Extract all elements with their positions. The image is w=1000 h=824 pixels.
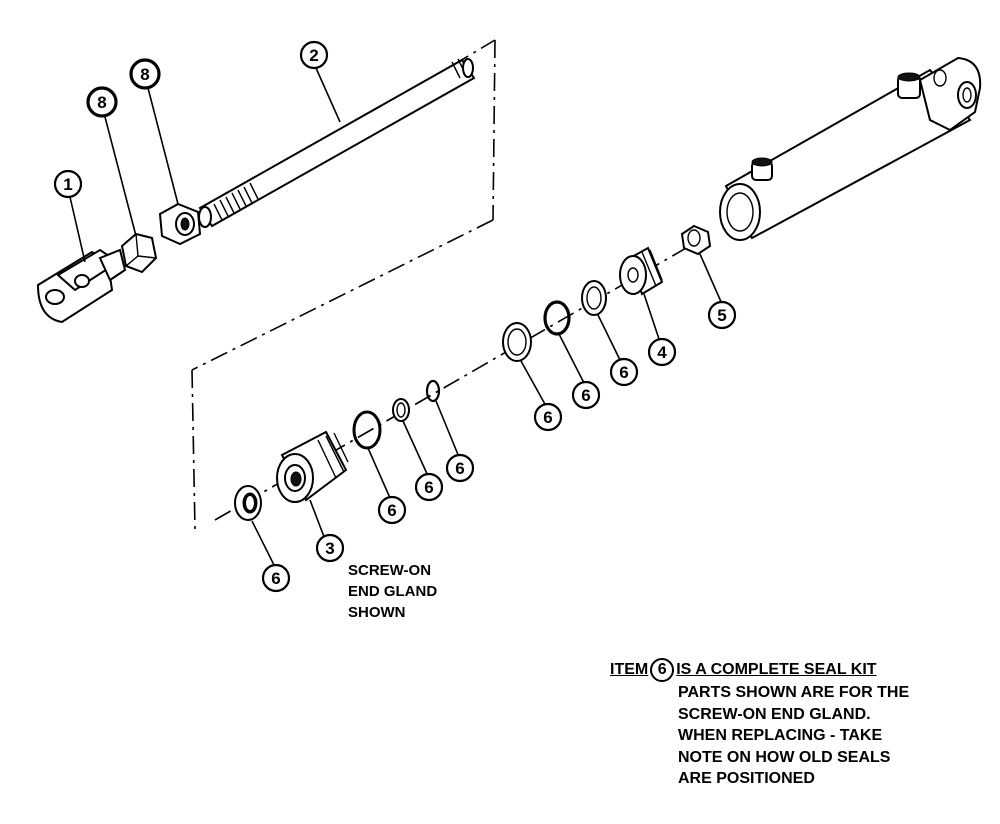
screw-on-gland-note: SCREW-ON END GLAND SHOWN bbox=[348, 560, 437, 623]
callout-4-label: 4 bbox=[657, 343, 667, 362]
clevis-part bbox=[36, 248, 127, 324]
callout-1-label: 1 bbox=[63, 175, 72, 194]
callout-6-piston-3-label: 6 bbox=[619, 363, 628, 382]
callout-6-piston-3: 6 bbox=[609, 357, 639, 387]
seal-note-line-6: ARE POSITIONED bbox=[678, 770, 815, 787]
callout-6-piston-1: 6 bbox=[533, 402, 563, 432]
seal-note-heading: ITEM 6 IS A COMPLETE SEAL KIT bbox=[610, 658, 909, 682]
seal-note-line-5: NOTE ON HOW OLD SEALS bbox=[678, 748, 891, 766]
callout-1: 1 bbox=[53, 169, 83, 199]
rod-thread bbox=[213, 58, 467, 221]
cylinder-barrel-part bbox=[719, 56, 982, 241]
leader-lines bbox=[69, 67, 723, 568]
callout-8-right: 8 bbox=[129, 58, 161, 90]
seal-note-prefix: ITEM bbox=[610, 661, 649, 679]
piston-nut-part bbox=[680, 224, 712, 256]
callout-6-gland-oring: 6 bbox=[377, 495, 407, 525]
callout-6-gland-oring-label: 6 bbox=[387, 501, 396, 520]
seal-note-line-2: PARTS SHOWN ARE FOR THE bbox=[678, 684, 910, 701]
gland-note-line-1: SCREW-ON bbox=[348, 562, 432, 579]
callout-5: 5 bbox=[707, 300, 737, 330]
callout-5-label: 5 bbox=[717, 306, 726, 325]
piston-seal-2 bbox=[543, 300, 571, 336]
gland-note-line-2: END GLAND bbox=[348, 583, 438, 600]
gland-ring-seal bbox=[392, 398, 410, 422]
piston-part bbox=[619, 246, 664, 296]
callout-8-right-label: 8 bbox=[140, 65, 149, 84]
jam-nut-left bbox=[120, 232, 158, 274]
seal-note-title: IS A COMPLETE SEAL KIT bbox=[676, 661, 877, 679]
seal-kit-note: ITEM 6 IS A COMPLETE SEAL KIT PARTS SHOW… bbox=[610, 658, 909, 790]
piston-seal-1 bbox=[502, 322, 532, 362]
gland-wiper-seal bbox=[234, 485, 262, 521]
callout-6-piston-2-label: 6 bbox=[581, 386, 590, 405]
piston-rod-part bbox=[198, 58, 476, 228]
gland-note-line-3: SHOWN bbox=[348, 604, 406, 621]
end-gland-part bbox=[276, 430, 349, 503]
callout-2-label: 2 bbox=[309, 46, 318, 65]
callout-4: 4 bbox=[647, 337, 677, 367]
seal-note-item-callout: 6 bbox=[650, 658, 675, 682]
callout-8-left: 8 bbox=[86, 86, 118, 118]
callout-6-gland-ring: 6 bbox=[414, 472, 444, 502]
callout-6-gland-small: 6 bbox=[445, 453, 475, 483]
callout-6-gland-small-label: 6 bbox=[455, 459, 464, 478]
callout-6-gland-wiper: 6 bbox=[261, 563, 291, 593]
gland-oring-seal bbox=[352, 410, 382, 450]
callout-3: 3 bbox=[315, 533, 345, 563]
callout-3-label: 3 bbox=[325, 539, 334, 558]
callout-6-gland-wiper-label: 6 bbox=[271, 569, 280, 588]
seal-note-body: PARTS SHOWN ARE FOR THE SCREW-ON END GLA… bbox=[610, 682, 909, 790]
callout-6-gland-ring-label: 6 bbox=[424, 478, 433, 497]
seal-note-line-3: SCREW-ON END GLAND. bbox=[678, 705, 871, 723]
piston-seal-3 bbox=[581, 280, 607, 316]
callout-2: 2 bbox=[299, 40, 329, 70]
gland-small-seal bbox=[425, 379, 441, 403]
seal-note-line-4: WHEN REPLACING - TAKE bbox=[678, 727, 883, 744]
jam-nut-right bbox=[158, 202, 202, 246]
callout-8-left-label: 8 bbox=[97, 93, 106, 112]
callout-6-piston-1-label: 6 bbox=[543, 408, 552, 427]
callout-6-piston-2: 6 bbox=[571, 380, 601, 410]
